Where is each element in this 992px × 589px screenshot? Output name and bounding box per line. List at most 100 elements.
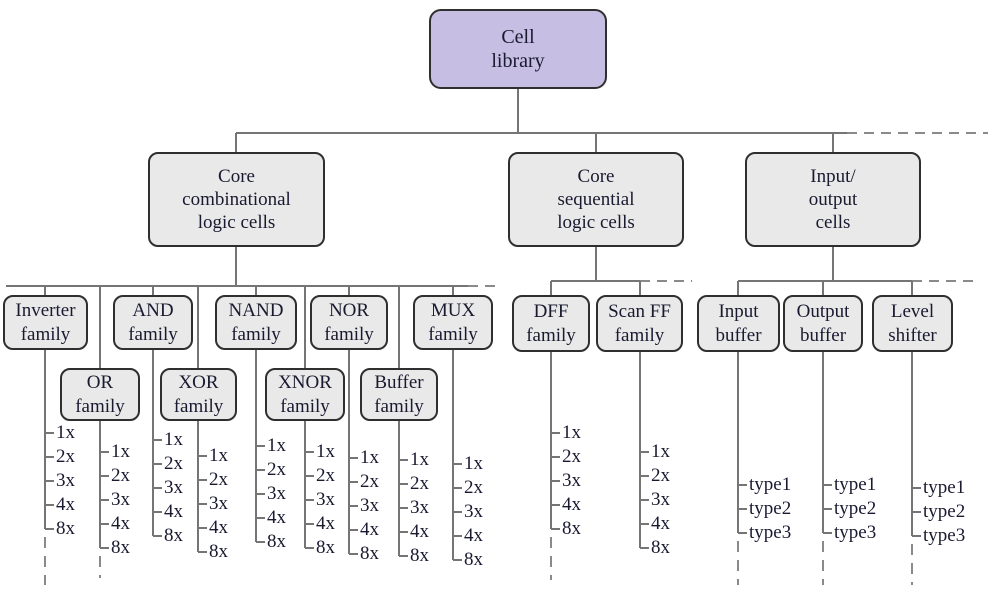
leaf-nand-family-8x: 8x (267, 531, 286, 552)
connector-line (639, 352, 641, 548)
leaf-or-family-8x: 8x (111, 537, 130, 558)
leaf-or-family-1x: 1x (111, 441, 130, 462)
leaf-xor-family-4x: 4x (209, 517, 228, 538)
tick-mark (640, 475, 649, 477)
connector-line (255, 286, 257, 295)
leaf-output-buffer-type3: type3 (834, 522, 877, 543)
tick-mark (153, 463, 162, 465)
leaf-nor-family-2x: 2x (360, 471, 379, 492)
tick-mark (100, 523, 109, 525)
tick-mark (823, 532, 832, 534)
leaf-level-shifter-type2: type2 (923, 501, 966, 522)
leaf-scan-ff-family-1x: 1x (651, 441, 670, 462)
tick-mark (153, 511, 162, 513)
tick-mark (100, 499, 109, 501)
tick-mark (453, 487, 462, 489)
leaf-mux-family-4x: 4x (464, 525, 483, 546)
tick-mark (349, 481, 358, 483)
leaf-inverter-family-2x: 2x (56, 446, 75, 467)
tick-mark (823, 484, 832, 486)
leaf-output-buffer-type1: type1 (834, 474, 877, 495)
node-label-line: library (491, 50, 545, 72)
node-label-line: family (526, 324, 576, 346)
tick-mark (912, 511, 921, 513)
node-label-line: output (808, 188, 858, 210)
leaf-and-family-4x: 4x (164, 501, 183, 522)
connector-line (822, 352, 824, 533)
node-label-line: Inverter (15, 300, 76, 322)
leaf-level-shifter-type1: type1 (923, 477, 966, 498)
node-label-line: XOR (178, 372, 219, 394)
connector-line-dashed (911, 544, 913, 585)
connector-line (99, 421, 101, 548)
tick-mark (153, 439, 162, 441)
connector-line (348, 350, 350, 554)
tick-mark (640, 499, 649, 501)
tick-mark (256, 517, 265, 519)
leaf-and-family-2x: 2x (164, 453, 183, 474)
connector-line (6, 285, 468, 287)
tick-mark (551, 432, 560, 434)
connector-line (822, 281, 824, 295)
connector-line (832, 133, 834, 152)
node-label-line: Input/ (810, 165, 856, 187)
connector-line-dashed (468, 285, 499, 287)
leaf-and-family-1x: 1x (164, 429, 183, 450)
connector-line (152, 286, 154, 295)
connector-line (235, 133, 237, 152)
leaf-xor-family-2x: 2x (209, 469, 228, 490)
leaf-buffer-family-1x: 1x (410, 449, 429, 470)
tick-mark (349, 505, 358, 507)
node-label-line: shifter (888, 324, 937, 346)
tick-mark (551, 456, 560, 458)
node-label-line: Core (577, 165, 615, 187)
node-label-line: family (324, 323, 374, 345)
node-label-line: family (20, 323, 71, 345)
node-label-line: OR (86, 372, 114, 394)
node-label-line: family (428, 323, 478, 345)
leaf-mux-family-3x: 3x (464, 501, 483, 522)
connector-line (832, 247, 834, 281)
node-label-line: AND (132, 300, 174, 322)
connector-line-dashed (550, 537, 552, 580)
tick-mark (738, 532, 747, 534)
connector-line (738, 280, 912, 282)
node-label-line: logic cells (557, 212, 635, 234)
tick-mark (45, 456, 54, 458)
node-label-line: family (614, 324, 665, 346)
tick-mark (305, 523, 314, 525)
connector-line (152, 350, 154, 536)
node-label-line: cells (815, 212, 851, 234)
leaf-xnor-family-2x: 2x (316, 465, 335, 486)
tick-mark (305, 451, 314, 453)
tick-mark (198, 479, 207, 481)
leaf-or-family-2x: 2x (111, 465, 130, 486)
leaf-mux-family-8x: 8x (464, 549, 483, 570)
tick-mark (45, 528, 54, 530)
leaf-or-family-4x: 4x (111, 513, 130, 534)
tick-mark (198, 503, 207, 505)
tick-mark (551, 504, 560, 506)
connector-line (197, 286, 199, 368)
node-label-line: family (231, 323, 281, 345)
tick-mark (305, 547, 314, 549)
connector-line (737, 281, 739, 295)
connector-line (550, 352, 552, 529)
connector-line (99, 286, 101, 368)
connector-line-dashed (822, 541, 824, 585)
leaf-inverter-family-4x: 4x (56, 494, 75, 515)
tick-mark (349, 457, 358, 459)
leaf-nand-family-1x: 1x (267, 435, 286, 456)
leaf-nand-family-3x: 3x (267, 483, 286, 504)
leaf-xnor-family-8x: 8x (316, 537, 335, 558)
leaf-xor-family-3x: 3x (209, 493, 228, 514)
leaf-inverter-family-8x: 8x (56, 518, 75, 539)
tick-mark (256, 469, 265, 471)
